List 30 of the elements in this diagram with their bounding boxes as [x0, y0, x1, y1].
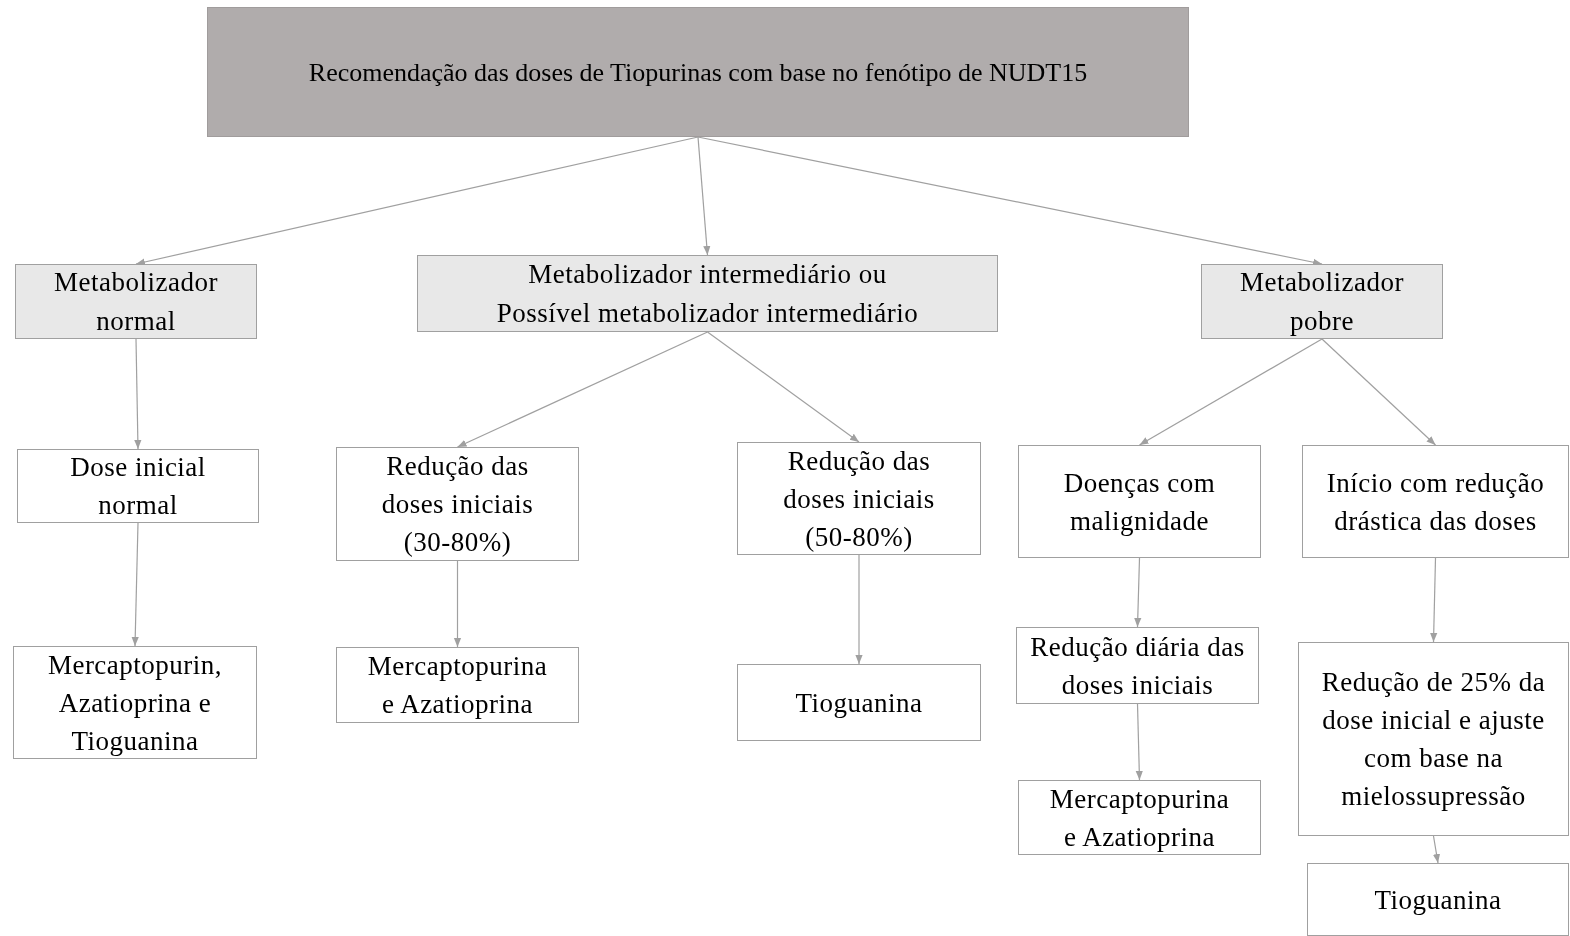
process-box: Redução das doses iniciais (50-80%)	[737, 442, 981, 555]
process-box: Tioguanina	[737, 664, 981, 741]
arrow	[1321, 338, 1437, 446]
arrow	[1432, 835, 1441, 864]
process-box: Metabolizador pobre	[1201, 264, 1443, 339]
process-box: Mercaptopurin, Azatioprina e Tioguanina	[13, 646, 257, 759]
process-box: Mercaptopurina e Azatioprina	[336, 647, 579, 723]
process-box: Metabolizador intermediário ou Possível metabolizador intermediário	[417, 255, 998, 332]
process-box: Redução diária das doses iniciais	[1016, 627, 1259, 704]
arrow	[855, 554, 863, 665]
arrow	[1134, 557, 1142, 628]
arrow	[1135, 703, 1143, 781]
arrow	[1430, 557, 1438, 643]
arrow	[131, 522, 139, 647]
process-box: Redução de 25% da dose inicial e ajuste com base na mielossupressão	[1298, 642, 1569, 836]
arrow	[1138, 338, 1323, 446]
arrow	[456, 331, 709, 448]
process-box: Mercaptopurina e Azatioprina	[1018, 780, 1261, 855]
process-box: Doenças com malignidade	[1018, 445, 1261, 558]
process-box: Tioguanina	[1307, 863, 1569, 936]
arrow	[453, 560, 462, 648]
process-box: Redução das doses iniciais (30-80%)	[336, 447, 579, 561]
arrow	[697, 136, 711, 256]
arrow	[134, 338, 142, 450]
process-box: Início com redução drástica das doses	[1302, 445, 1569, 558]
process-box: Metabolizador normal	[15, 264, 257, 339]
arrow	[135, 136, 699, 266]
title-box: Recomendação das doses de Tiopurinas com base no fenótipo de NUDT15	[207, 7, 1189, 137]
arrow	[706, 331, 860, 443]
process-box: Dose inicial normal	[17, 449, 259, 523]
